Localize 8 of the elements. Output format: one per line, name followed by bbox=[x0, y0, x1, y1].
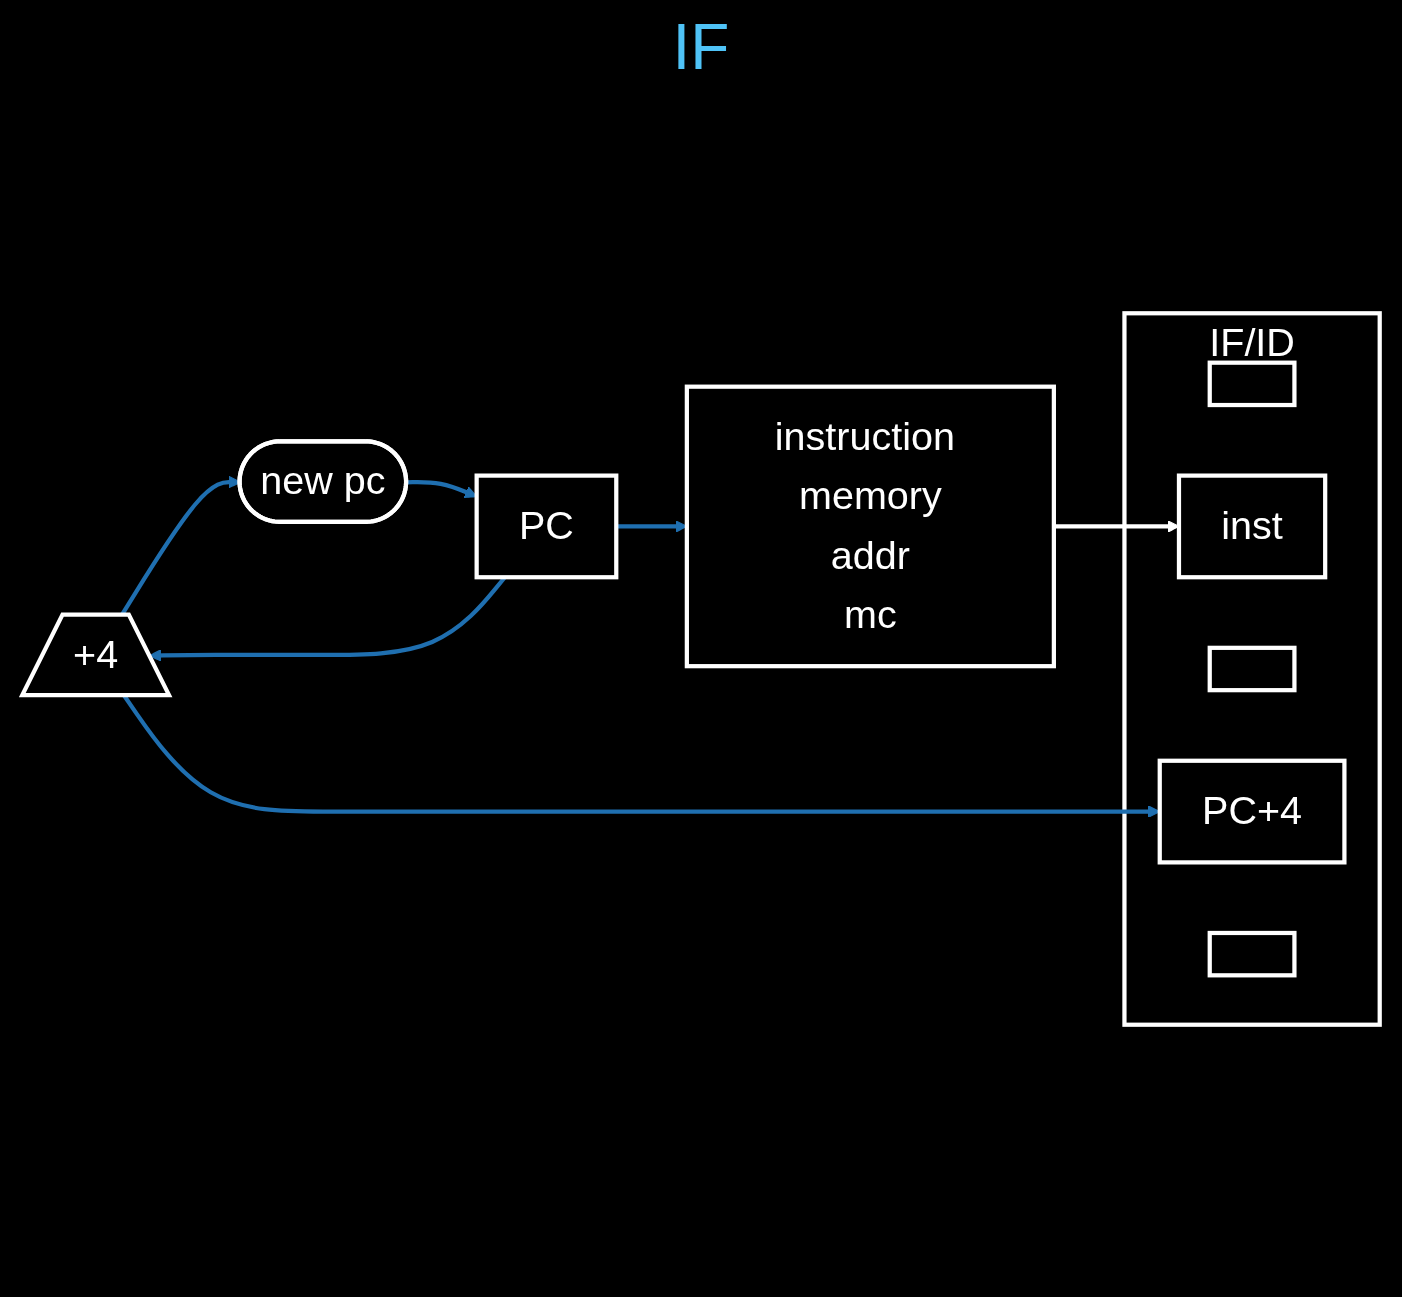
node-box: inst bbox=[1176, 473, 1328, 580]
node-box bbox=[1207, 360, 1297, 408]
node-box bbox=[1207, 645, 1297, 693]
node-box: instruction memory addr mc bbox=[684, 384, 1056, 669]
node-box bbox=[1207, 930, 1297, 978]
diagram-title: IF bbox=[671, 10, 731, 84]
node-box: PC bbox=[474, 473, 619, 580]
node-box: PC+4 bbox=[1157, 758, 1347, 865]
